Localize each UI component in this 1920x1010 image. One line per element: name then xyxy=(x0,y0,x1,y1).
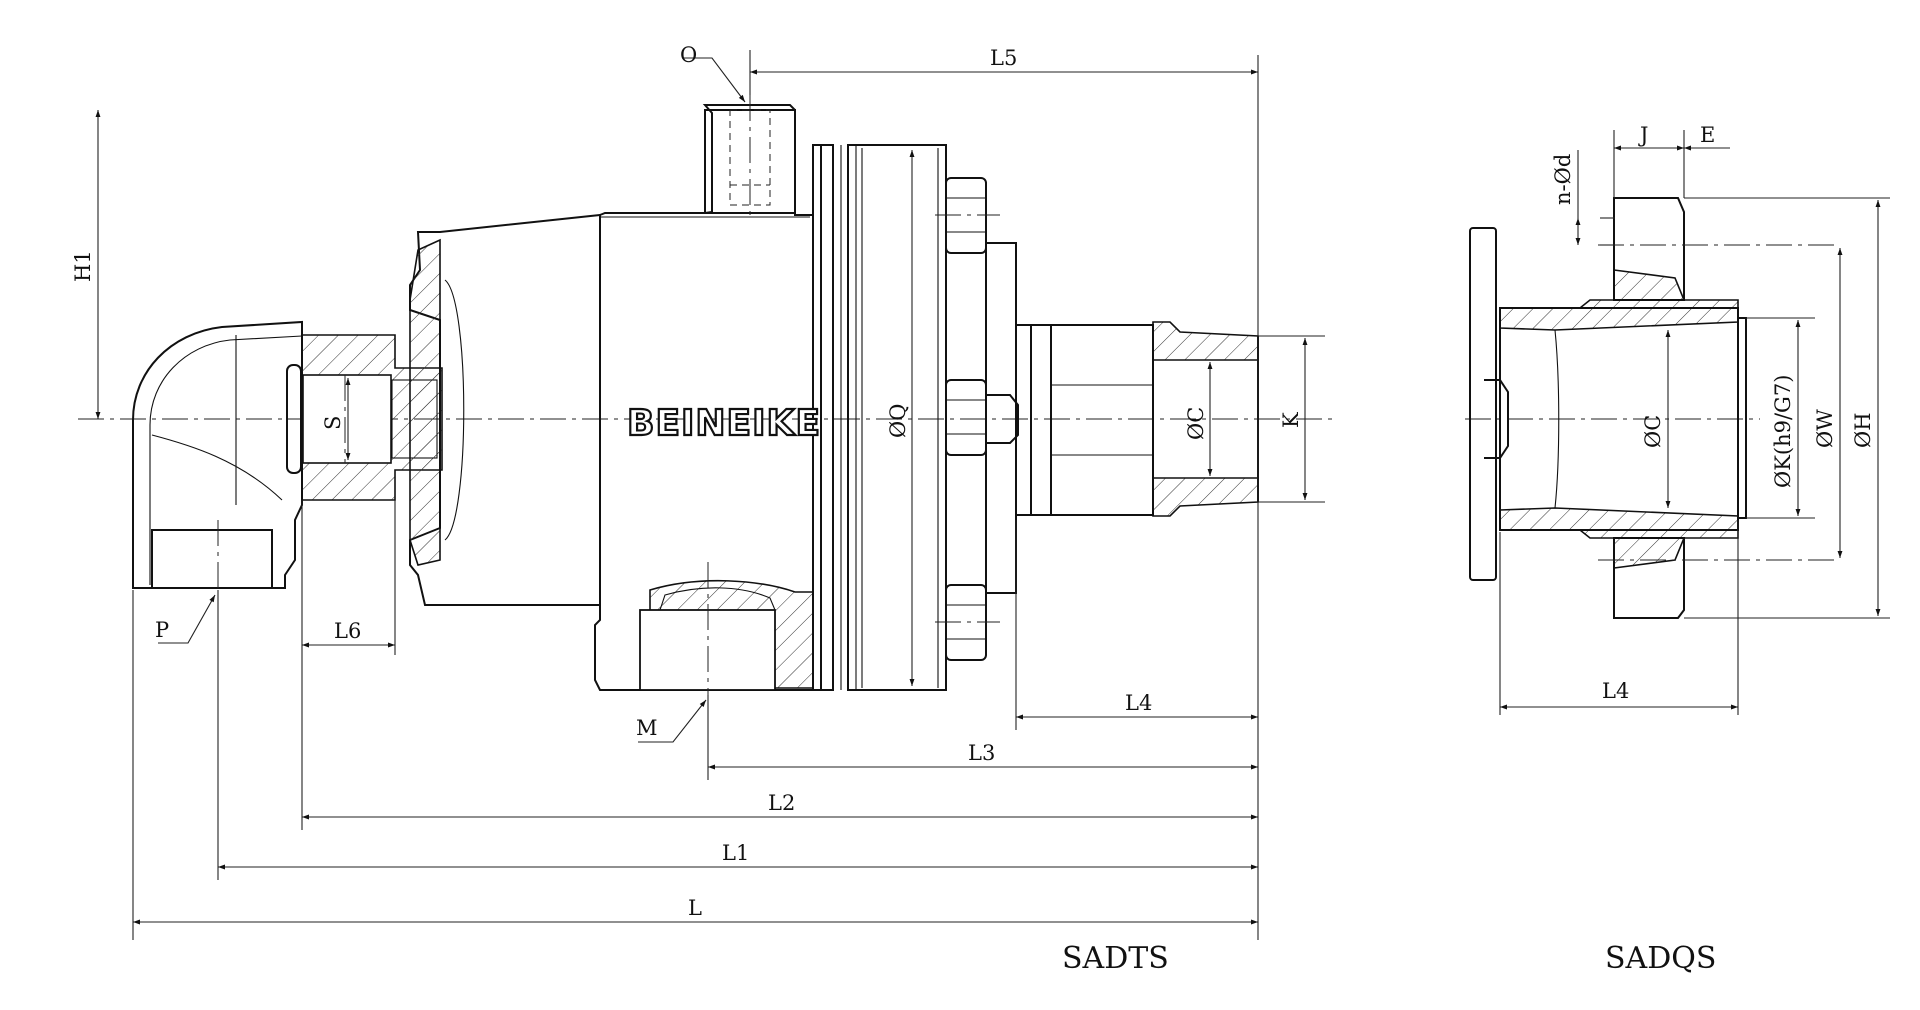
leader-o xyxy=(682,57,746,103)
label-e: E xyxy=(1700,123,1715,147)
label-p: P xyxy=(155,618,169,642)
leader-m xyxy=(638,699,707,743)
end-plate xyxy=(1469,227,1497,581)
housing xyxy=(409,95,814,695)
sadts-view: BEINEIKE xyxy=(71,43,1335,976)
elbow-fitting xyxy=(132,320,303,600)
label-l3: L3 xyxy=(968,741,995,765)
label-o: O xyxy=(680,43,697,67)
title-sadqs: SADQS xyxy=(1605,941,1716,976)
label-c-left: ØC xyxy=(1184,407,1208,440)
label-l6: L6 xyxy=(334,619,361,643)
labels-right: L4 J E n-Ød ØC ØK(h9/G7) ØW ØH SADQS xyxy=(1551,123,1875,976)
label-l: L xyxy=(688,896,702,920)
brand-label: BEINEIKE xyxy=(627,403,821,444)
label-k-left: K xyxy=(1279,412,1303,428)
sadqs-view: L4 J E n-Ød ØC ØK(h9/G7) ØW ØH SADQS xyxy=(1465,123,1890,976)
label-j: J xyxy=(1638,123,1648,147)
label-w: ØW xyxy=(1813,409,1837,448)
bolt-bottom xyxy=(935,584,1000,661)
label-q: ØQ xyxy=(886,404,910,438)
flange-rings xyxy=(812,144,1019,691)
labels-left: O L5 L4 L3 L2 L1 L L6 P M H1 S ØQ ØC K S… xyxy=(71,43,1303,976)
dimensions-right xyxy=(1499,130,1890,715)
title-sadts: SADTS xyxy=(1062,941,1169,976)
label-k-right: ØK(h9/G7) xyxy=(1771,375,1795,488)
label-c-right: ØC xyxy=(1641,415,1665,448)
label-nd: n-Ød xyxy=(1551,154,1575,205)
label-l4-right: L4 xyxy=(1602,679,1629,703)
label-m: M xyxy=(636,716,658,740)
label-l2: L2 xyxy=(768,791,795,815)
pipe-body xyxy=(1499,299,1747,539)
label-l5: L5 xyxy=(990,46,1017,70)
bolt-top xyxy=(935,177,1000,254)
label-h: ØH xyxy=(1851,412,1875,448)
clamp-ring xyxy=(1598,197,1840,619)
leader-p xyxy=(158,594,216,644)
bolt-middle xyxy=(945,379,1019,456)
label-l1: L1 xyxy=(722,841,749,865)
label-l4: L4 xyxy=(1125,691,1152,715)
label-h1: H1 xyxy=(71,250,95,282)
label-s: S xyxy=(321,416,345,430)
dimensions-left xyxy=(95,50,1325,940)
